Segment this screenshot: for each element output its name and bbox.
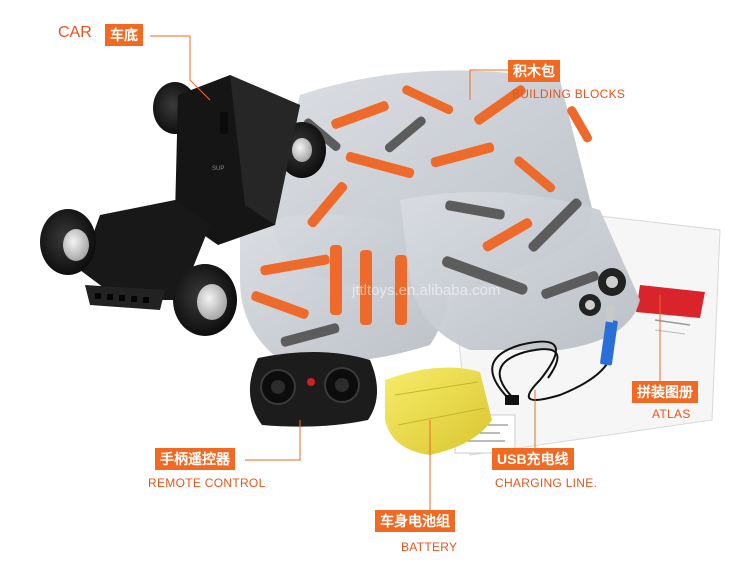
car-label-en: CAR [58, 24, 92, 41]
car-label-zh: 车底 [105, 24, 143, 46]
battery-label-en: BATTERY [401, 540, 458, 554]
atlas-label-en: ATLAS [652, 407, 691, 421]
building-blocks-label-zh: 积木包 [508, 60, 560, 82]
atlas-label-zh: 拼装图册 [632, 381, 698, 403]
remote-control [249, 351, 378, 427]
building-blocks-bags [240, 70, 640, 363]
usb-connector [604, 305, 616, 323]
usb-label-zh: USB充电线 [492, 448, 574, 470]
battery-pack [385, 367, 519, 455]
usb-label-en: CHARGING LINE. [495, 476, 598, 490]
remote-label-zh: 手柄遥控器 [155, 448, 235, 470]
usb-cable [491, 340, 613, 401]
remote-label-en: REMOTE CONTROL [148, 476, 266, 490]
building-blocks-label-en: BUILDING BLOCKS [512, 87, 626, 101]
watermark: jttltoys.en.alibaba.com [352, 282, 501, 299]
usb-plug [600, 319, 618, 366]
svg-text:SUP: SUP [212, 166, 224, 172]
car-chassis: SUP [40, 75, 326, 336]
battery-label-zh: 车身电池组 [375, 510, 455, 532]
